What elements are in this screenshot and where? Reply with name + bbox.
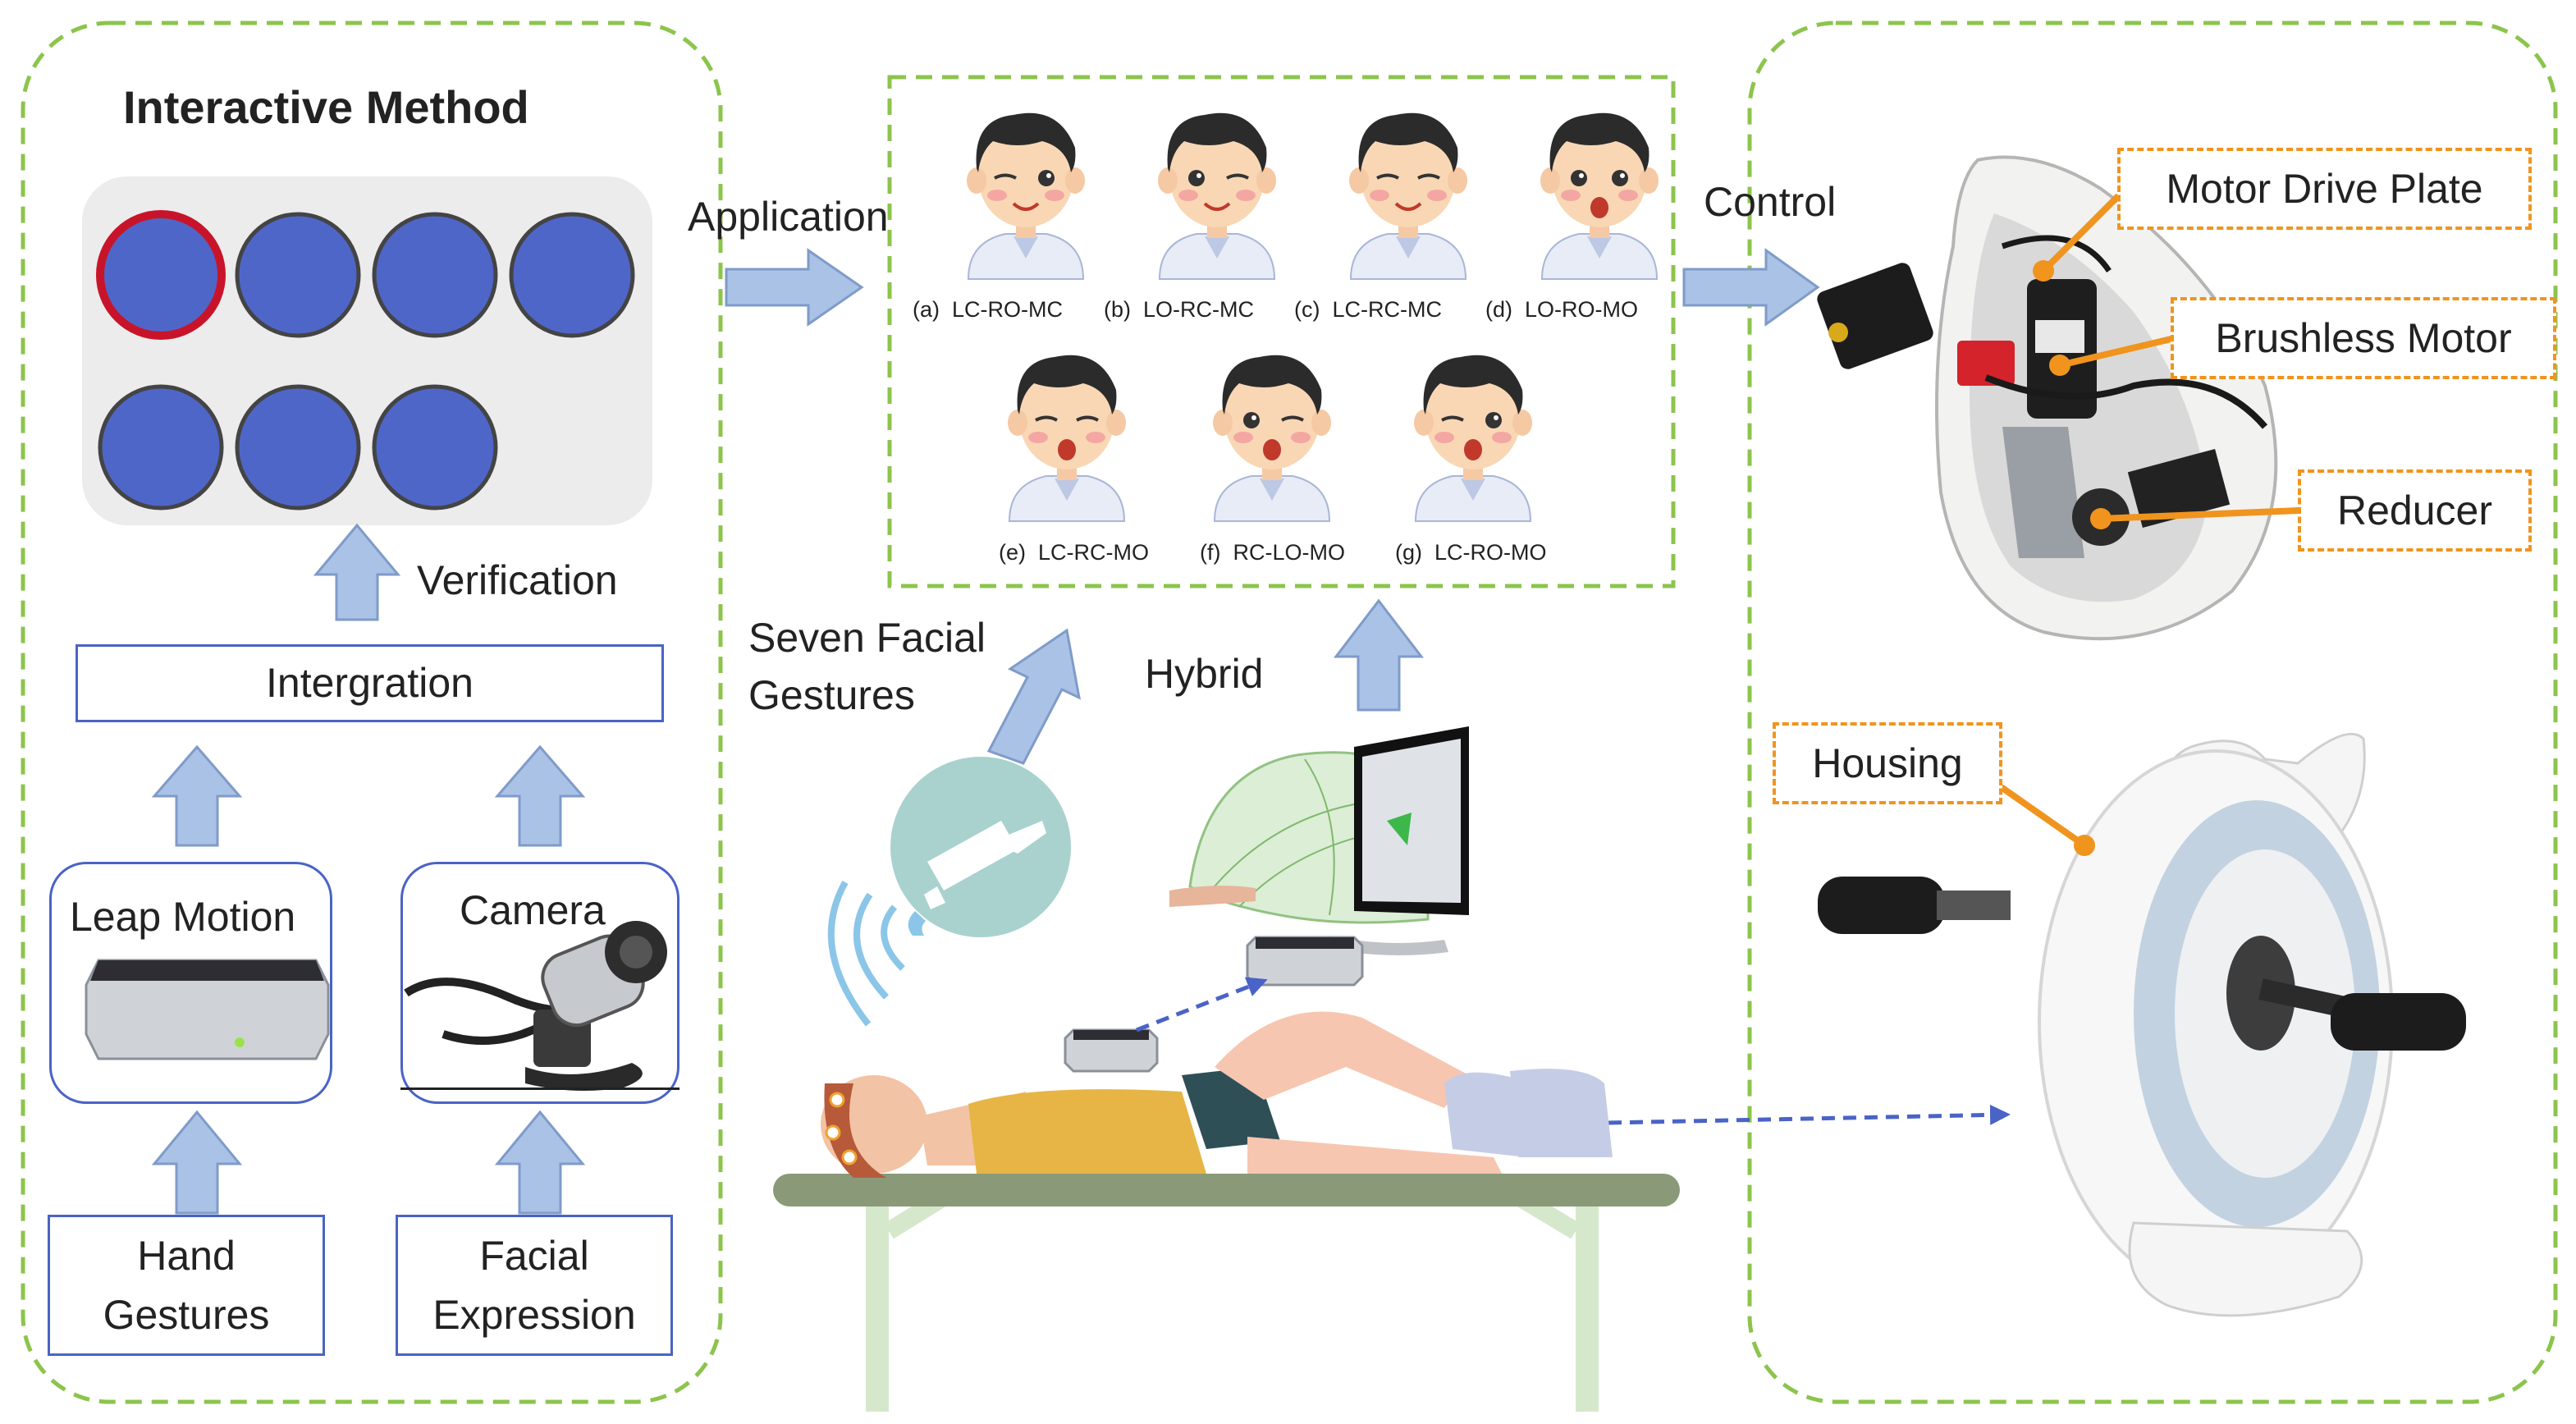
face-d — [1540, 112, 1659, 280]
face-caption-e-tag: (e) — [999, 540, 1026, 565]
device-panel — [1747, 21, 2558, 1404]
face-caption-b: (b) LO-RC-MC — [1104, 297, 1254, 323]
arrow-right-control — [1682, 248, 1820, 327]
arrow-up-hybrid — [1333, 598, 1425, 712]
face-caption-a-code: LC-RO-MC — [952, 297, 1064, 322]
arrow-up-leap-to-integration — [151, 744, 243, 847]
camera-glyph-icon — [827, 757, 1071, 1027]
patient-bed-icon — [773, 1174, 1680, 1412]
face-caption-d: (d) LO-RO-MO — [1485, 297, 1638, 323]
face-caption-g-tag: (g) — [1395, 540, 1422, 565]
dashed-arrow-sensor — [1136, 977, 1268, 1033]
hand-gestures-box: Hand Gestures — [48, 1215, 325, 1356]
selection-target — [372, 212, 498, 338]
face-caption-a-tag: (a) — [913, 297, 940, 322]
selection-target — [372, 384, 498, 511]
device-interior-photo — [1817, 155, 2278, 641]
callout-dot-housing — [2074, 835, 2095, 856]
facial-expression-box: Facial Expression — [396, 1215, 673, 1356]
camera-card-baseline — [400, 1087, 679, 1090]
face-caption-a: (a) LC-RO-MC — [913, 297, 1063, 323]
callout-dot-brushless — [2049, 355, 2070, 376]
face-caption-b-tag: (b) — [1104, 297, 1131, 322]
selection-target — [98, 384, 224, 511]
patient-figure-icon — [821, 1011, 1613, 1178]
arrow-right-application — [725, 248, 864, 327]
reducer-label: Reducer — [2337, 488, 2492, 533]
face-c — [1349, 112, 1467, 280]
callout-line-brushless — [2057, 335, 2178, 369]
facial-expression-line1: Facial — [479, 1232, 589, 1279]
hand-gestures-line1: Hand — [137, 1232, 236, 1279]
face-b — [1158, 112, 1276, 280]
arrow-up-face-to-camera — [494, 1110, 586, 1215]
face-a — [967, 112, 1085, 280]
face-caption-e: (e) LC-RC-MO — [999, 540, 1149, 565]
verification-label: Verification — [417, 557, 618, 603]
interactive-method-panel — [21, 21, 723, 1404]
hybrid-label: Hybrid — [1145, 651, 1264, 697]
face-caption-d-code: LO-RO-MO — [1525, 297, 1639, 322]
control-label: Control — [1704, 179, 1837, 225]
brushless-motor-label: Brushless Motor — [2215, 315, 2512, 361]
leap-sensor-top-icon — [1246, 936, 1364, 987]
face-caption-b-code: LO-RC-MC — [1143, 297, 1255, 322]
face-f — [1213, 355, 1331, 522]
housing-label: Housing — [1812, 740, 1963, 786]
facial-expression-line2: Expression — [432, 1292, 636, 1338]
motor-drive-plate-callout: Motor Drive Plate — [2117, 148, 2532, 230]
hybrid-interaction-icon — [1169, 726, 1469, 955]
face-caption-c: (c) LC-RC-MC — [1294, 297, 1442, 323]
face-caption-f: (f) RC-LO-MO — [1200, 540, 1345, 565]
callout-line-housing — [1999, 785, 2088, 849]
camera-card — [400, 862, 679, 1104]
face-caption-e-code: LC-RC-MO — [1038, 540, 1150, 565]
callout-line-motor-drive — [2040, 194, 2121, 274]
camera-label: Camera — [460, 887, 606, 933]
integration-label: Intergration — [266, 660, 474, 707]
motor-drive-plate-label: Motor Drive Plate — [2166, 166, 2483, 212]
application-label: Application — [688, 194, 889, 240]
facial-gestures-panel — [887, 75, 1676, 588]
leap-motion-device-icon — [85, 959, 330, 1060]
callout-dot-reducer — [2090, 508, 2112, 529]
leap-sensor-bottom-icon — [1064, 1028, 1159, 1073]
arrow-up-seven-facial — [986, 628, 1082, 765]
hand-gestures-line2: Gestures — [103, 1292, 270, 1338]
selection-target-active — [96, 210, 226, 340]
housing-callout: Housing — [1773, 722, 2002, 804]
leap-motion-label: Leap Motion — [70, 894, 296, 940]
integration-box: Intergration — [75, 644, 664, 722]
arrow-up-camera-to-integration — [494, 744, 586, 847]
brushless-motor-callout: Brushless Motor — [2171, 297, 2556, 379]
face-e — [1008, 355, 1126, 522]
callout-dot-motor-drive — [2033, 260, 2054, 282]
selection-target — [235, 212, 361, 338]
face-caption-g: (g) LC-RO-MO — [1395, 540, 1547, 565]
interactive-method-title: Interactive Method — [123, 81, 529, 133]
face-caption-d-tag: (d) — [1485, 297, 1512, 322]
arrow-up-verification — [313, 523, 401, 621]
face-caption-c-tag: (c) — [1294, 297, 1320, 322]
seven-facial-label-line2: Gestures — [748, 672, 915, 718]
webcam-icon — [404, 921, 667, 1091]
face-g — [1414, 355, 1532, 522]
face-caption-f-tag: (f) — [1200, 540, 1221, 565]
face-caption-g-code: LC-RO-MO — [1434, 540, 1547, 565]
reducer-callout: Reducer — [2298, 469, 2532, 552]
selection-target — [235, 384, 361, 511]
selection-target — [509, 212, 635, 338]
dashed-arrow-to-device — [1608, 1104, 2011, 1125]
callout-line-reducer — [2098, 507, 2301, 522]
seven-facial-label-line1: Seven Facial — [748, 615, 986, 661]
leap-motion-card — [49, 862, 332, 1104]
arrow-up-hand-to-leap — [151, 1110, 243, 1215]
selection-targets — [96, 210, 635, 511]
face-caption-c-code: LC-RC-MC — [1332, 297, 1442, 322]
face-caption-f-code: RC-LO-MO — [1233, 540, 1346, 565]
device-housing-photo — [1818, 732, 2466, 1317]
